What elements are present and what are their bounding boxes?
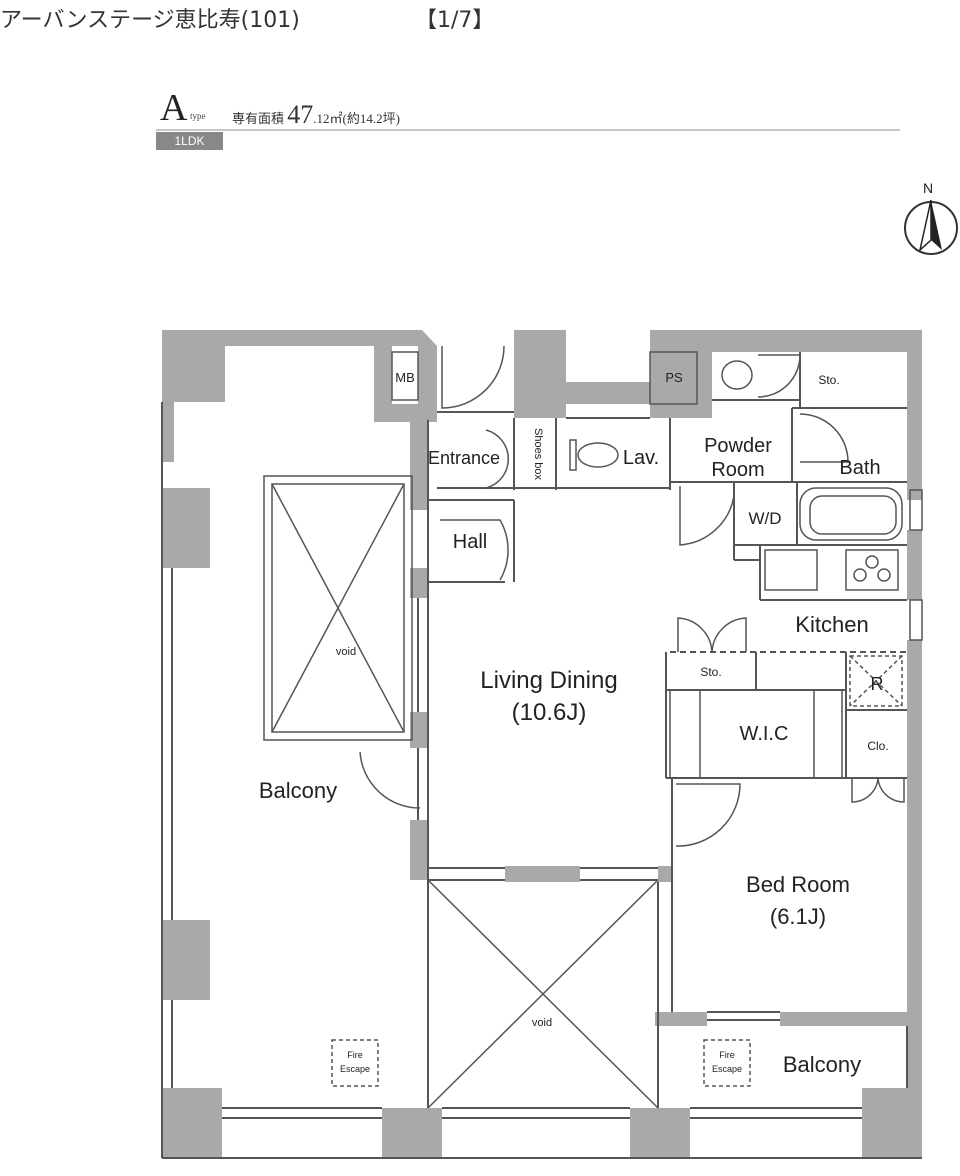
fixtures xyxy=(331,351,923,1087)
label-clo: Clo. xyxy=(867,739,888,753)
label-fridge: R xyxy=(871,674,884,694)
compass-icon: N xyxy=(904,180,958,255)
label-balcony-south: Balcony xyxy=(783,1052,861,1077)
label-hall: Hall xyxy=(453,531,487,553)
partition-lines xyxy=(161,352,922,1159)
structural-walls xyxy=(162,330,922,1158)
property-name: アーバンステージ恵比寿(101) xyxy=(0,8,300,33)
label-sto-mid: Sto. xyxy=(700,665,721,679)
label-powder-room-2: Room xyxy=(711,459,764,481)
label-wd: W/D xyxy=(748,509,781,528)
label-living-dining: Living Dining xyxy=(480,667,617,694)
label-void-1: void xyxy=(336,646,356,658)
label-entrance: Entrance xyxy=(428,448,500,468)
layout-badge: 1LDK xyxy=(156,132,223,150)
room-labels: MB PS Sto. Entrance Shoes box Lav. Powde… xyxy=(259,370,889,1077)
label-fire-escape-2a: Fire xyxy=(719,1050,735,1060)
label-wic: W.I.C xyxy=(740,723,789,745)
label-bed-room: Bed Room xyxy=(746,872,850,897)
area-unit: .12㎡(約14.2坪) xyxy=(313,111,400,126)
label-balcony-west: Balcony xyxy=(259,778,337,803)
label-living-dining-size: (10.6J) xyxy=(512,699,587,726)
label-lav: Lav. xyxy=(623,447,659,469)
page-indicator: 【1/7】 xyxy=(415,8,495,33)
label-fire-escape-1b: Escape xyxy=(340,1064,370,1074)
label-bath: Bath xyxy=(839,457,880,479)
doors xyxy=(359,345,905,847)
page-title: アーバンステージ恵比寿(101) 【1/7】 xyxy=(0,2,494,34)
label-bed-room-size: (6.1J) xyxy=(770,904,826,929)
unit-type-letter: A xyxy=(160,87,188,129)
compass-north-label: N xyxy=(923,180,933,196)
label-sto-top: Sto. xyxy=(818,373,839,387)
label-mb: MB xyxy=(395,370,415,385)
label-fire-escape-2b: Escape xyxy=(712,1064,742,1074)
void-areas xyxy=(263,475,659,1109)
label-ps: PS xyxy=(665,370,683,385)
label-void-2: void xyxy=(532,1017,552,1029)
unit-type-word: type xyxy=(190,111,206,121)
area-label: 専有面積 xyxy=(232,111,285,126)
label-powder-room-1: Powder xyxy=(704,435,772,457)
header-divider xyxy=(156,129,900,131)
floor-area: 専有面積 47.12㎡(約14.2坪) xyxy=(232,100,400,130)
label-fire-escape-1a: Fire xyxy=(347,1050,363,1060)
area-value: 47 xyxy=(287,100,314,129)
label-kitchen: Kitchen xyxy=(795,612,868,637)
label-shoes-box: Shoes box xyxy=(532,428,544,480)
